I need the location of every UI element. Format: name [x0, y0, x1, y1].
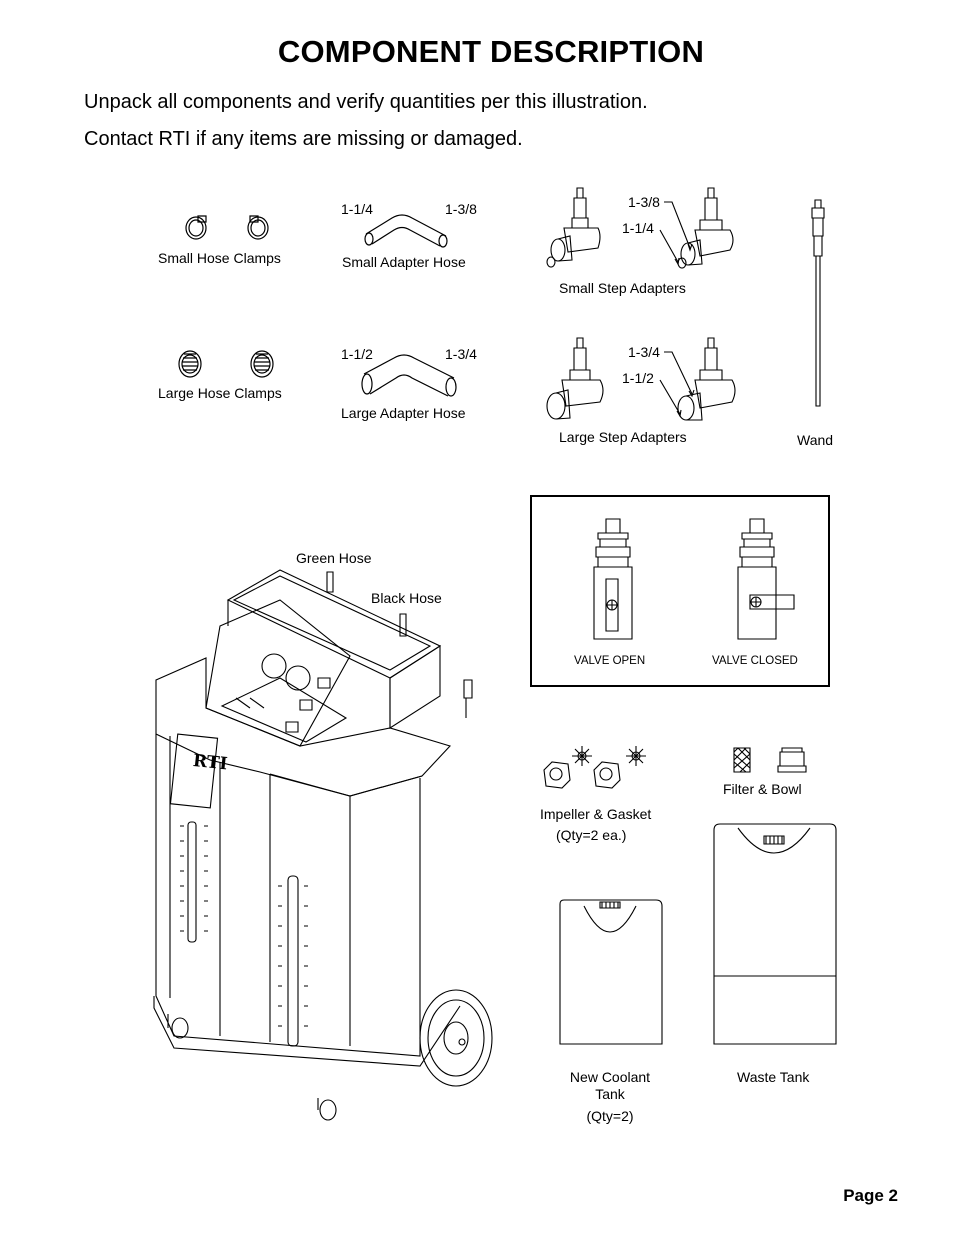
impeller-gasket-illustration [540, 742, 650, 794]
filter-bowl-label: Filter & Bowl [723, 781, 802, 797]
new-coolant-tank-label-line-2: Tank [595, 1086, 625, 1102]
large-step-adapter-size-top: 1-3/4 [628, 344, 660, 360]
large-adapter-hose-right-size: 1-3/4 [445, 346, 477, 362]
intro-line-1: Unpack all components and verify quantit… [84, 91, 648, 113]
valve-closed-label: VALVE CLOSED [712, 655, 798, 667]
small-adapter-hose-label: Small Adapter Hose [342, 254, 466, 270]
filter-bowl-illustration [732, 746, 808, 774]
small-step-adapters-label: Small Step Adapters [559, 280, 686, 296]
wand-illustration [806, 198, 830, 410]
rti-logo-text: RTI [192, 751, 228, 774]
small-hose-clamps-label: Small Hose Clamps [158, 250, 281, 266]
coolant-machine-illustration: RTI [150, 566, 500, 1126]
page-title: COMPONENT DESCRIPTION [277, 34, 705, 69]
small-step-adapter-size-top: 1-3/8 [628, 194, 660, 210]
small-adapter-hose-right-size: 1-3/8 [445, 201, 477, 217]
new-coolant-tank-illustration [556, 898, 666, 1048]
small-adapter-hose-illustration [360, 210, 460, 250]
large-adapter-hose-illustration [356, 352, 468, 400]
page-number: Page 2 [843, 1186, 898, 1205]
large-hose-clamps-illustration [176, 346, 276, 384]
small-hose-clamps-illustration [180, 210, 280, 246]
waste-tank-illustration [710, 822, 840, 1048]
valve-closed-illustration [732, 517, 802, 645]
black-hose-label: Black Hose [371, 590, 442, 606]
new-coolant-tank-qty: (Qty=2) [586, 1108, 634, 1124]
large-adapter-hose-left-size: 1-1/2 [341, 346, 373, 362]
large-step-adapter-size-bottom: 1-1/2 [622, 370, 654, 386]
large-step-adapters-illustration [540, 336, 745, 428]
valve-open-illustration [588, 517, 640, 645]
valve-open-label: VALVE OPEN [574, 655, 646, 667]
wand-label: Wand [797, 432, 834, 448]
large-adapter-hose-label: Large Adapter Hose [341, 405, 466, 421]
large-hose-clamps-label: Large Hose Clamps [158, 385, 282, 401]
green-hose-label: Green Hose [296, 550, 372, 566]
intro-line-2: Contact RTI if any items are missing or … [84, 128, 523, 150]
new-coolant-tank-label-line-1: New Coolant [569, 1069, 651, 1085]
waste-tank-label: Waste Tank [737, 1069, 810, 1085]
small-step-adapters-illustration [540, 186, 745, 276]
small-step-adapter-size-bottom: 1-1/4 [622, 220, 654, 236]
large-step-adapters-label: Large Step Adapters [559, 429, 687, 445]
small-adapter-hose-left-size: 1-1/4 [341, 201, 373, 217]
impeller-gasket-qty: (Qty=2 ea.) [556, 827, 627, 843]
impeller-gasket-label: Impeller & Gasket [540, 806, 652, 822]
valve-positions-box: VALVE OPEN VALVE CLOSED [530, 495, 830, 687]
